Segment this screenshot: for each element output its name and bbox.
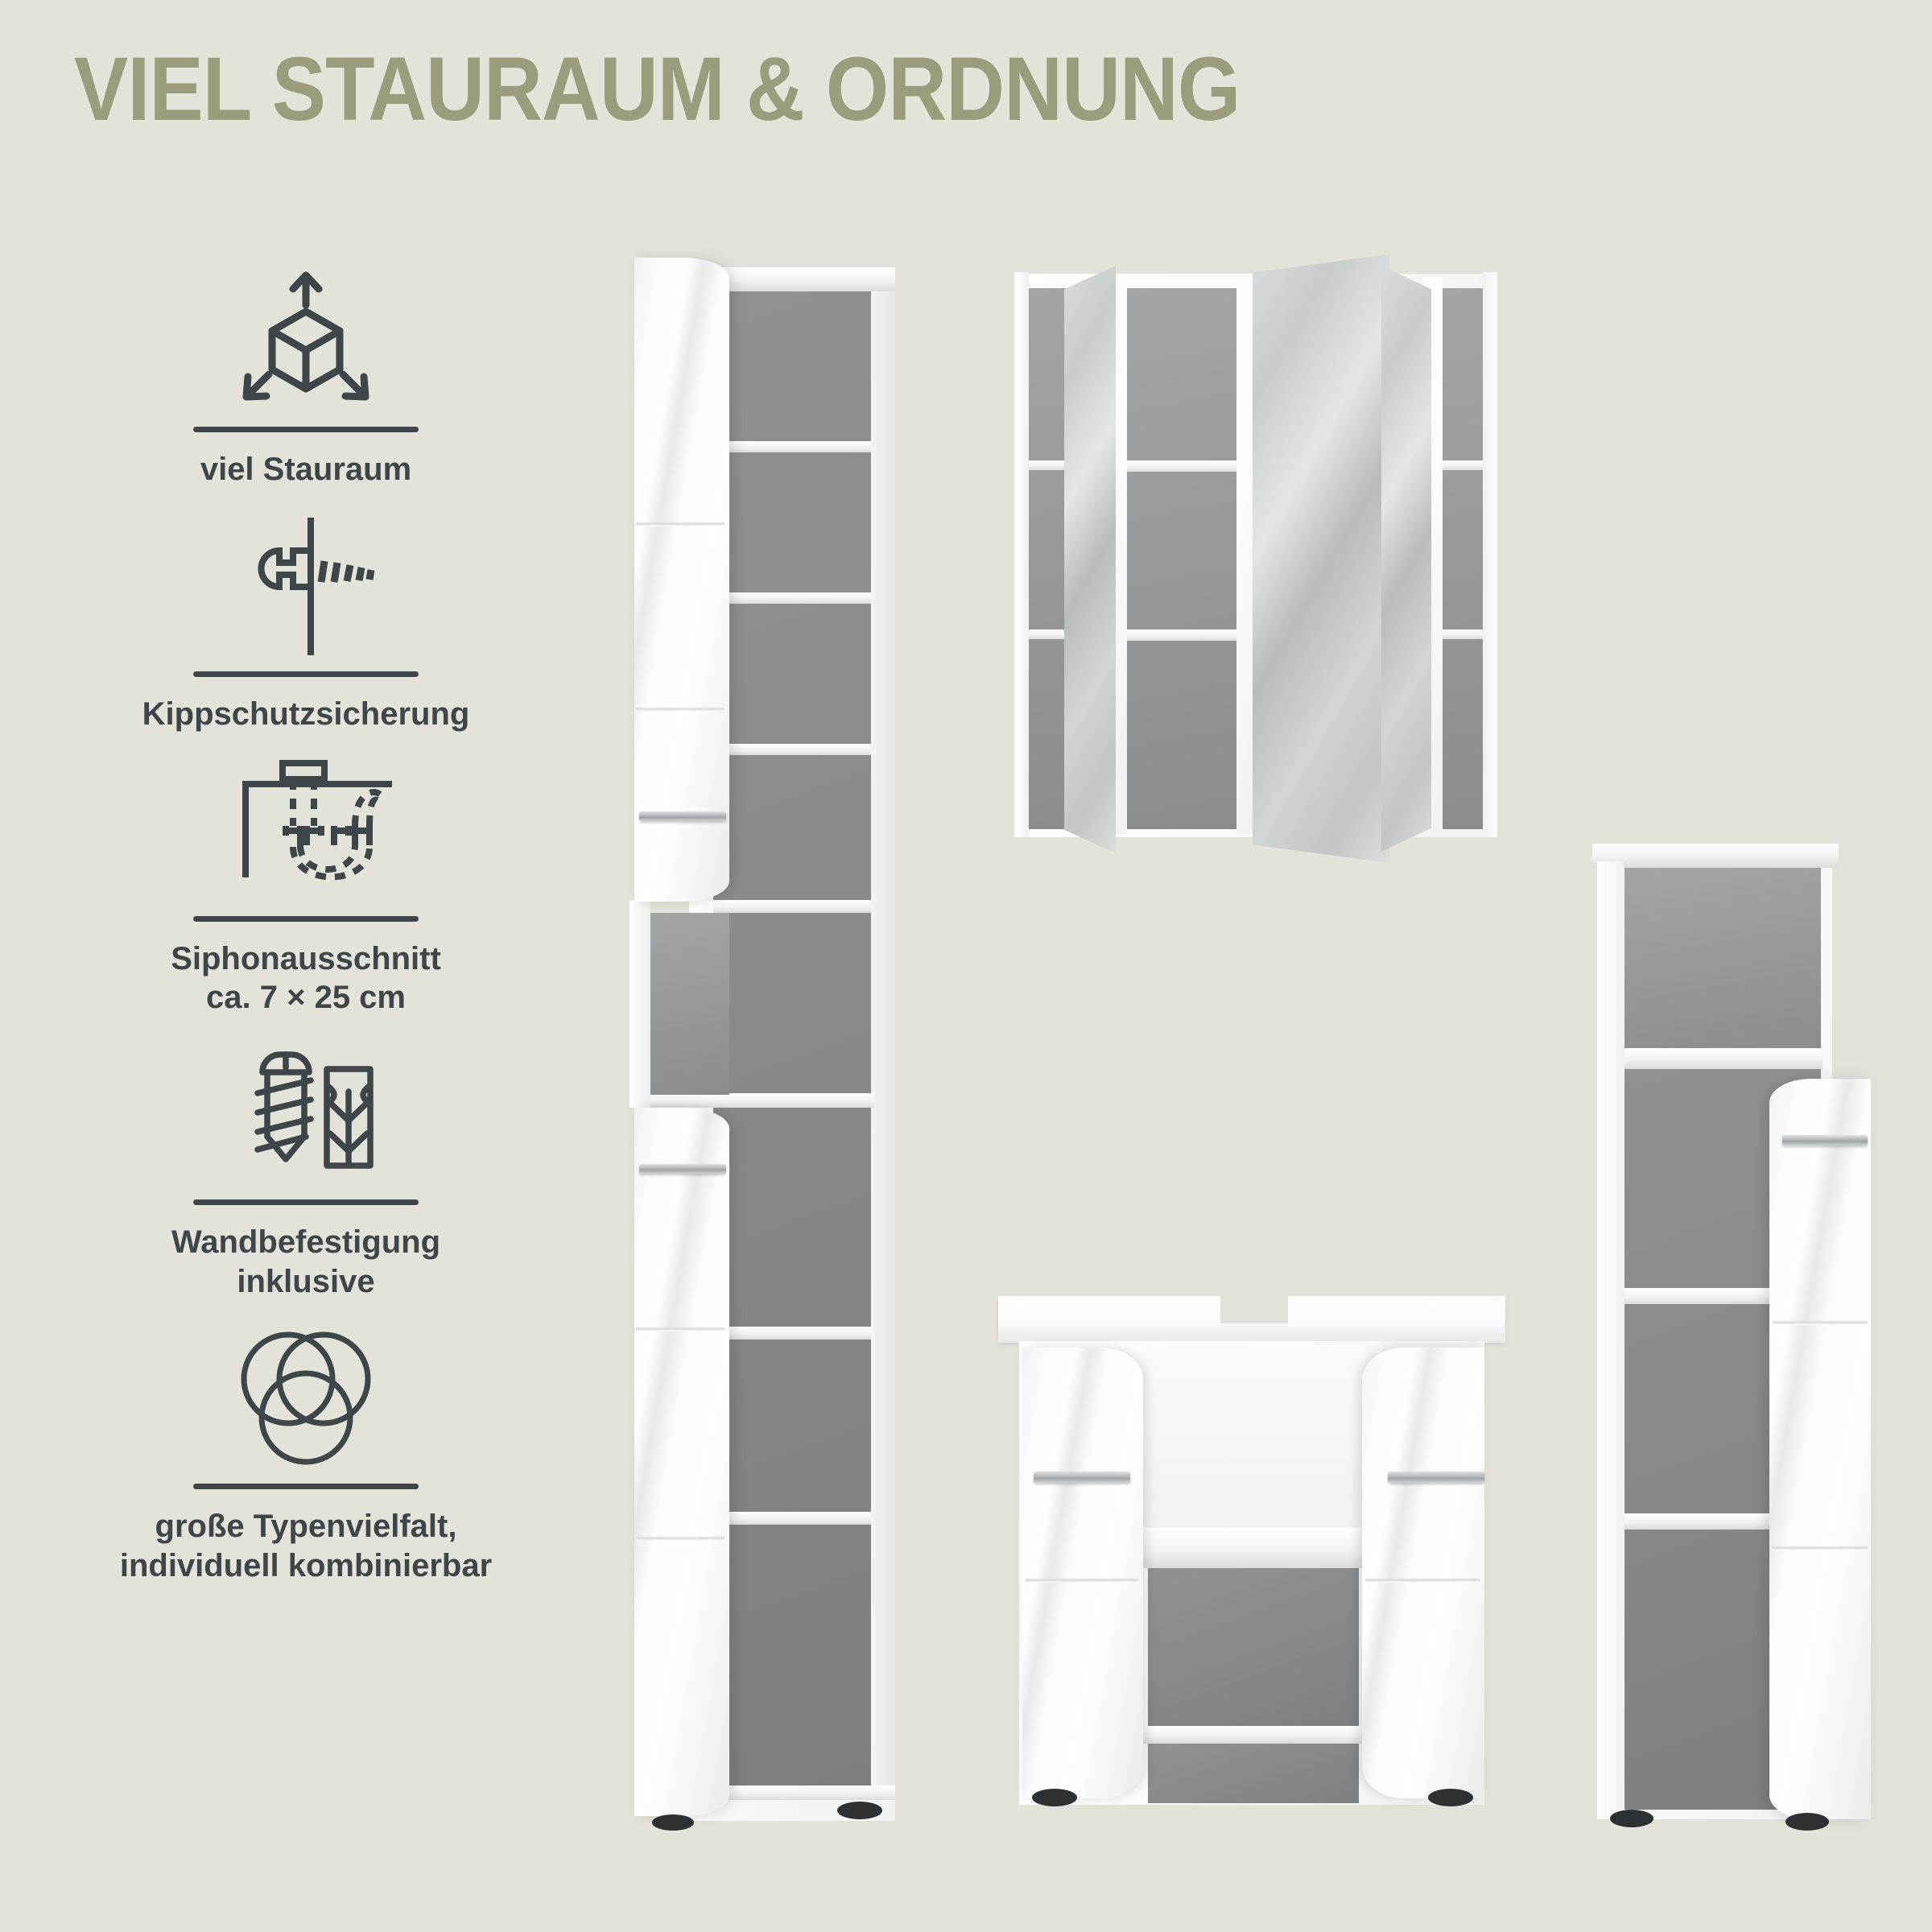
tall-cabinet-interior bbox=[713, 290, 871, 1798]
door-seam bbox=[636, 1536, 724, 1541]
tall-cabinet-top-board bbox=[689, 267, 895, 291]
side-cabinet-handle[interactable] bbox=[1782, 1135, 1868, 1146]
shelf bbox=[713, 900, 871, 913]
expand-cube-icon bbox=[80, 266, 531, 419]
vanity-handle-left[interactable] bbox=[1034, 1472, 1130, 1483]
shelf bbox=[1620, 1288, 1823, 1304]
mirror-cabinet-carcass bbox=[1018, 274, 1496, 837]
wall-anchor-icon bbox=[80, 510, 531, 663]
feature-label: große Typenvielfalt, individuell kombini… bbox=[119, 1508, 493, 1583]
tall-cabinet-open-niche bbox=[639, 913, 729, 1095]
tall-cabinet-niche-divider bbox=[633, 1093, 874, 1108]
feature-item-typenvielfalt: große Typenvielfalt, individuell kombini… bbox=[80, 1323, 531, 1586]
tall-cabinet-door-lower[interactable] bbox=[634, 1108, 729, 1816]
vanity-lower-interior bbox=[1148, 1568, 1359, 1729]
vanity-upper-interior bbox=[1140, 1344, 1365, 1530]
feature-divider bbox=[193, 1483, 419, 1489]
tall-cabinet-handle-upper[interactable] bbox=[639, 811, 726, 821]
divider bbox=[1109, 277, 1127, 834]
siphon-cutout-icon bbox=[80, 755, 531, 908]
divider bbox=[1236, 277, 1257, 834]
door-seam bbox=[636, 522, 724, 526]
three-circles-icon bbox=[80, 1323, 531, 1476]
mirror-cabinet-door-right[interactable] bbox=[1381, 266, 1431, 852]
shelf bbox=[1620, 1048, 1823, 1069]
feature-label: Wandbefestigung inklusive bbox=[171, 1224, 441, 1299]
shelf bbox=[713, 1327, 871, 1340]
vanity-siphon-notch bbox=[1220, 1296, 1288, 1323]
shelf bbox=[1620, 1513, 1823, 1530]
mirror-cabinet-right-wall bbox=[1483, 272, 1497, 837]
tall-cabinet-handle-lower[interactable] bbox=[639, 1164, 726, 1174]
screw-and-dowel-icon bbox=[80, 1038, 531, 1191]
shelf bbox=[713, 441, 871, 452]
vanity-unit bbox=[998, 1296, 1505, 1852]
mirror-cabinet-door-middle[interactable] bbox=[1253, 254, 1389, 863]
feature-item-siphonausschnitt: Siphonausschnitt ca. 7 × 25 cm bbox=[80, 755, 531, 1018]
shelf bbox=[713, 744, 871, 755]
feature-label: viel Stauraum bbox=[200, 452, 412, 487]
tall-cabinet-side-panel bbox=[871, 290, 895, 1798]
feature-label: Kippschutzsicherung bbox=[142, 696, 470, 732]
vanity-door-right[interactable] bbox=[1362, 1348, 1484, 1798]
shelf bbox=[1438, 630, 1489, 639]
tall-cabinet bbox=[630, 256, 910, 1834]
shelf bbox=[713, 1785, 895, 1800]
door-seam bbox=[1773, 1546, 1868, 1550]
mirror-cabinet-left-wall bbox=[1014, 272, 1029, 837]
shelf bbox=[1124, 630, 1241, 641]
cabinet-foot bbox=[1428, 1789, 1473, 1806]
tall-cabinet-carcass bbox=[689, 267, 895, 1821]
vanity-mid-shelf bbox=[1138, 1528, 1367, 1568]
feature-item-wandbefestigung: Wandbefestigung inklusive bbox=[80, 1038, 531, 1302]
side-cabinet-top-board bbox=[1592, 844, 1839, 868]
side-cabinet-left-panel bbox=[1597, 861, 1624, 1819]
side-cabinet-open-compartment bbox=[1624, 868, 1821, 1051]
vanity-bottom-board bbox=[1140, 1726, 1367, 1744]
mirror-cabinet-left-interior bbox=[1027, 288, 1072, 829]
feature-divider bbox=[193, 427, 419, 432]
shelf bbox=[1026, 630, 1075, 639]
feature-item-kippschutzsicherung: Kippschutzsicherung bbox=[80, 510, 531, 734]
shelf bbox=[713, 1093, 871, 1106]
side-cabinet-interior bbox=[1624, 1069, 1821, 1810]
shelf bbox=[713, 1512, 871, 1525]
feature-divider bbox=[193, 915, 419, 922]
vanity-handle-right[interactable] bbox=[1388, 1472, 1484, 1483]
shelf bbox=[1026, 460, 1075, 470]
feature-item-viel-stauraum: viel Stauraum bbox=[80, 266, 531, 489]
side-cabinet bbox=[1586, 837, 1871, 1843]
mirror-cabinet bbox=[1006, 254, 1505, 863]
cabinet-foot bbox=[837, 1802, 882, 1819]
divider bbox=[1423, 277, 1443, 834]
shelf bbox=[713, 592, 871, 604]
mirror-cabinet-mid-interior bbox=[1125, 288, 1238, 829]
shelf bbox=[1438, 460, 1489, 470]
door-seam bbox=[636, 707, 724, 712]
door-seam bbox=[1773, 1320, 1868, 1325]
door-seam bbox=[636, 1327, 724, 1331]
vanity-carcass bbox=[1019, 1341, 1484, 1805]
feature-divider bbox=[193, 671, 419, 677]
mirror-cabinet-right-interior bbox=[1441, 288, 1486, 829]
tall-cabinet-open-niche-frame bbox=[630, 900, 650, 1108]
page-title: VIEL STAURAUM & ORDNUNG bbox=[74, 39, 1241, 139]
shelf bbox=[1124, 460, 1241, 472]
cabinet-foot bbox=[1785, 1813, 1829, 1831]
vanity-bottom-interior bbox=[1148, 1744, 1359, 1803]
feature-divider bbox=[193, 1199, 419, 1206]
vanity-top-plate bbox=[998, 1296, 1505, 1343]
tall-cabinet-door-upper[interactable] bbox=[634, 258, 729, 902]
cabinet-foot bbox=[1610, 1810, 1653, 1827]
mirror-cabinet-door-left[interactable] bbox=[1064, 266, 1116, 853]
door-seam bbox=[1365, 1578, 1480, 1583]
side-cabinet-carcass bbox=[1597, 848, 1832, 1819]
cabinet-foot bbox=[652, 1814, 694, 1831]
door-seam bbox=[1026, 1578, 1138, 1583]
side-cabinet-door[interactable] bbox=[1769, 1079, 1871, 1819]
feature-label: Siphonausschnitt ca. 7 × 25 cm bbox=[171, 940, 441, 1016]
vanity-door-left[interactable] bbox=[1022, 1348, 1143, 1798]
feature-list: viel Stauraum Kippschutzsicherung bbox=[80, 266, 531, 1606]
cabinet-foot bbox=[1032, 1789, 1077, 1806]
